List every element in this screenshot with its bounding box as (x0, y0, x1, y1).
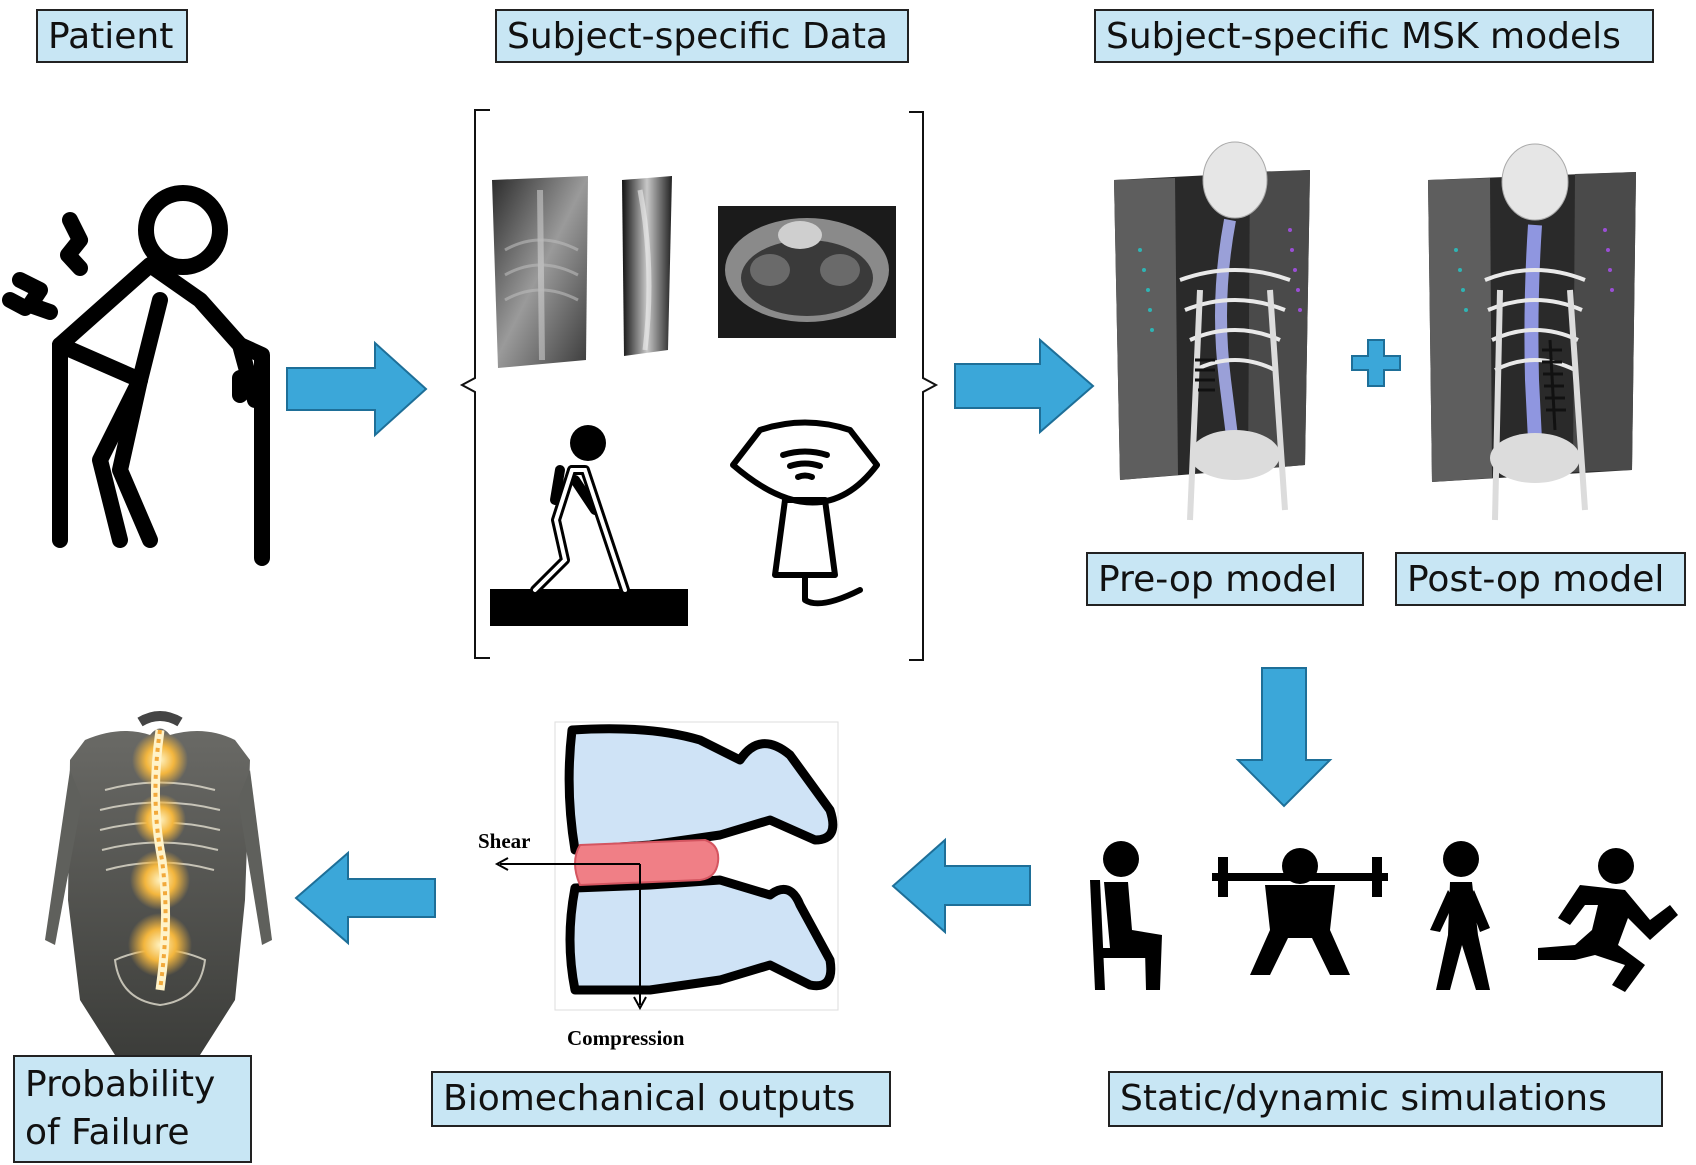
running-person-icon (1538, 848, 1678, 992)
glowing-spine-figure (45, 711, 272, 1055)
probability-label-line2: of Failure (25, 1112, 190, 1153)
arrow-outputs-to-probability (294, 850, 436, 946)
patient-label: Patient (36, 9, 188, 63)
xray-lateral-image (622, 176, 672, 356)
patient-label-text: Patient (48, 16, 174, 57)
weightlifting-icon (1212, 848, 1388, 975)
subject-data-label-text: Subject-specific Data (507, 16, 888, 57)
arrow-data-to-models (954, 337, 1095, 435)
mri-axial-image (718, 206, 896, 338)
data-bracket-left (459, 109, 490, 659)
pre-op-model-image (1114, 141, 1310, 521)
simulations-label: Static/dynamic simulations (1108, 1071, 1663, 1127)
elderly-patient-icon (2, 185, 270, 566)
arrow-models-to-simulations (1235, 667, 1333, 808)
biomech-outputs-label-text: Biomechanical outputs (443, 1078, 856, 1119)
arrow-patient-to-data (286, 340, 428, 438)
compression-label: Compression (567, 1026, 685, 1050)
msk-models-label: Subject-specific MSK models (1094, 9, 1654, 63)
msk-models-label-text: Subject-specific MSK models (1106, 16, 1621, 57)
walking-person-icon (1430, 841, 1490, 990)
pre-op-label: Pre-op model (1086, 552, 1364, 606)
xray-frontal-image (492, 176, 588, 368)
gait-analysis-icon (490, 425, 688, 626)
post-op-label: Post-op model (1395, 552, 1686, 606)
vertebra-diagram: Shear Compression (478, 721, 839, 1050)
shear-label: Shear (478, 829, 531, 853)
arrow-simulations-to-outputs (891, 837, 1031, 935)
post-op-label-text: Post-op model (1407, 559, 1665, 600)
probability-label-line1: Probability (25, 1064, 216, 1105)
pre-op-label-text: Pre-op model (1098, 559, 1338, 600)
biomech-outputs-label: Biomechanical outputs (431, 1071, 891, 1127)
post-op-model-image (1428, 143, 1636, 521)
probability-of-failure-label: Probability of Failure (13, 1055, 252, 1163)
plus-icon (1351, 339, 1401, 387)
sitting-person-icon (1090, 841, 1162, 990)
ultrasound-probe-icon (730, 419, 880, 607)
simulations-label-text: Static/dynamic simulations (1120, 1078, 1607, 1119)
data-bracket-right (909, 111, 939, 661)
subject-data-label: Subject-specific Data (495, 9, 909, 63)
